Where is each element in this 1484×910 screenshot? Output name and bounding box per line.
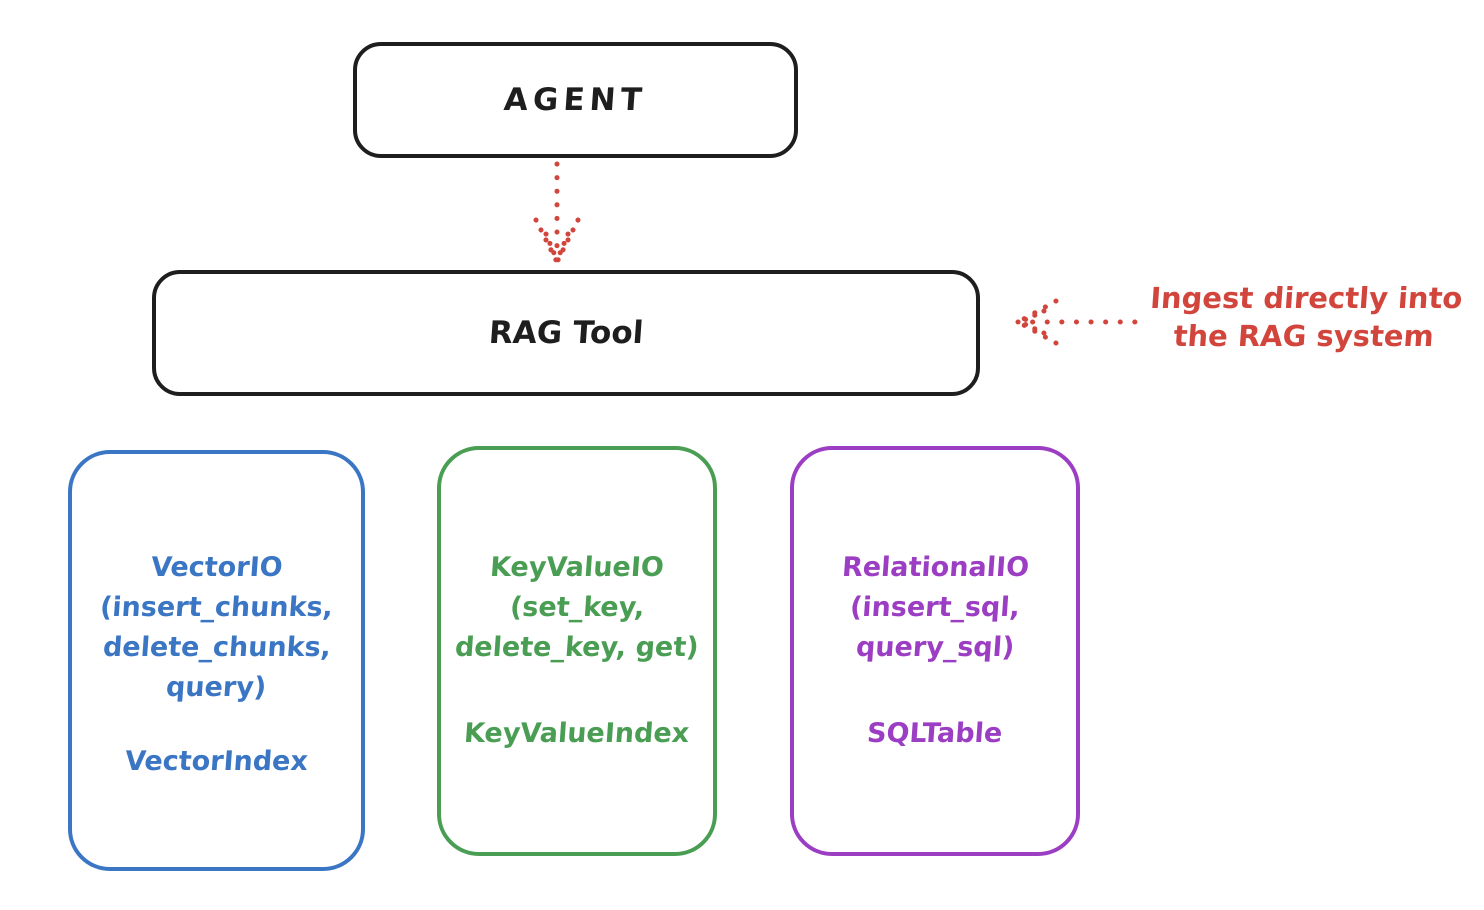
relational-io-index-label: SQLTable [866,718,1004,749]
relational-io-title: RelationalIO [840,552,1030,583]
down-dotted-arrow-icon [525,158,589,274]
relational-io-methods-line-1: (insert_sql, [849,592,1022,623]
agent-label: AGENT [502,82,649,118]
vector-io-methods-line-2: delete_chunks, [101,632,332,663]
left-dotted-arrow-icon [1010,294,1145,354]
keyvalue-io-methods-line-1: (set_key, [508,592,646,623]
rag-tool-label: RAG Tool [487,315,645,351]
relational-io-methods-line-2: query_sql) [854,632,1016,663]
keyvalue-io-box: KeyValueIO (set_key, delete_key, get) Ke… [437,446,717,856]
keyvalue-io-title: KeyValueIO [489,552,666,583]
keyvalue-io-index-label: KeyValueIndex [463,718,691,749]
ingest-annotation-line-1: Ingest directly into [1149,281,1464,315]
rag-tool-box: RAG Tool [152,270,980,396]
vector-io-methods-line-1: (insert_chunks, [99,592,335,623]
agent-box: AGENT [353,42,798,158]
ingest-annotation: Ingest directly into the RAG system [1132,280,1477,355]
ingest-annotation-line-2: the RAG system [1172,318,1435,353]
vector-io-title: VectorIO [149,552,284,583]
vector-io-index-label: VectorIndex [124,746,310,777]
keyvalue-io-methods-line-2: delete_key, get) [454,632,700,663]
vector-io-box: VectorIO (insert_chunks, delete_chunks, … [68,450,365,871]
vector-io-methods-line-3: query) [165,672,268,703]
relational-io-box: RelationalIO (insert_sql, query_sql) SQL… [790,446,1080,856]
